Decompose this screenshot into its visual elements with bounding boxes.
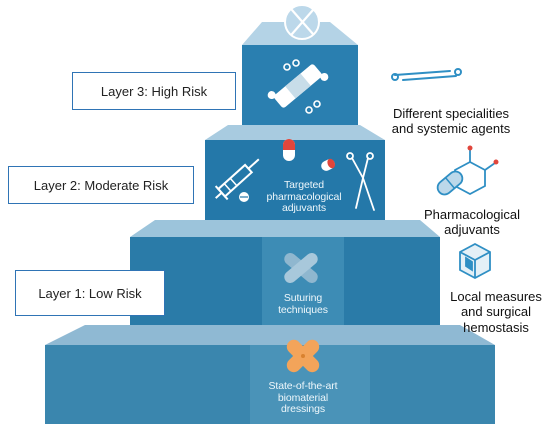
- layer-3-label-box: Layer 3: High Risk: [72, 72, 236, 110]
- low-tier-center: [262, 237, 344, 325]
- forceps-icon: [346, 152, 375, 211]
- small-scissors-icon: [283, 59, 321, 114]
- scalpel-icon: [391, 68, 462, 81]
- cube-icon: [459, 242, 491, 280]
- low-tier-top: [130, 220, 440, 237]
- middle-side-note: Pharmacological adjuvants: [423, 207, 521, 238]
- low-tier-label: Suturing techniques: [278, 292, 328, 316]
- capsule-icon: [283, 139, 295, 161]
- crossed-bandage-icon: [284, 253, 318, 283]
- molecule-icon: [454, 145, 499, 196]
- moderate-tier-top: [205, 125, 385, 140]
- top-side-note: Different specialities and systemic agen…: [391, 106, 511, 137]
- bandage-icon: [267, 64, 329, 108]
- layer-2-label: Layer 2: Moderate Risk: [33, 177, 169, 193]
- layer-1-label: Layer 1: Low Risk: [38, 285, 142, 301]
- layer-3-label: Layer 3: High Risk: [100, 83, 208, 99]
- capsule-blue-icon: [436, 170, 464, 196]
- layer-2-label-box: Layer 2: Moderate Risk: [8, 166, 194, 204]
- moderate-tier-label: Targeted pharmacological adjuvants: [266, 179, 342, 215]
- base-tier-top: [45, 325, 495, 345]
- layer-1-label-box: Layer 1: Low Risk: [15, 270, 165, 316]
- tablet-icon: [321, 158, 335, 171]
- scissors-icon: [290, 8, 315, 36]
- base-tier-label: State-of-the-art biomaterial dressings: [268, 380, 338, 416]
- pill-icon: [239, 192, 249, 202]
- syringe-icon: [214, 158, 260, 201]
- orange-bandage-icon: [286, 339, 320, 373]
- bottom-side-note: Local measures and surgical hemostasis: [450, 289, 542, 335]
